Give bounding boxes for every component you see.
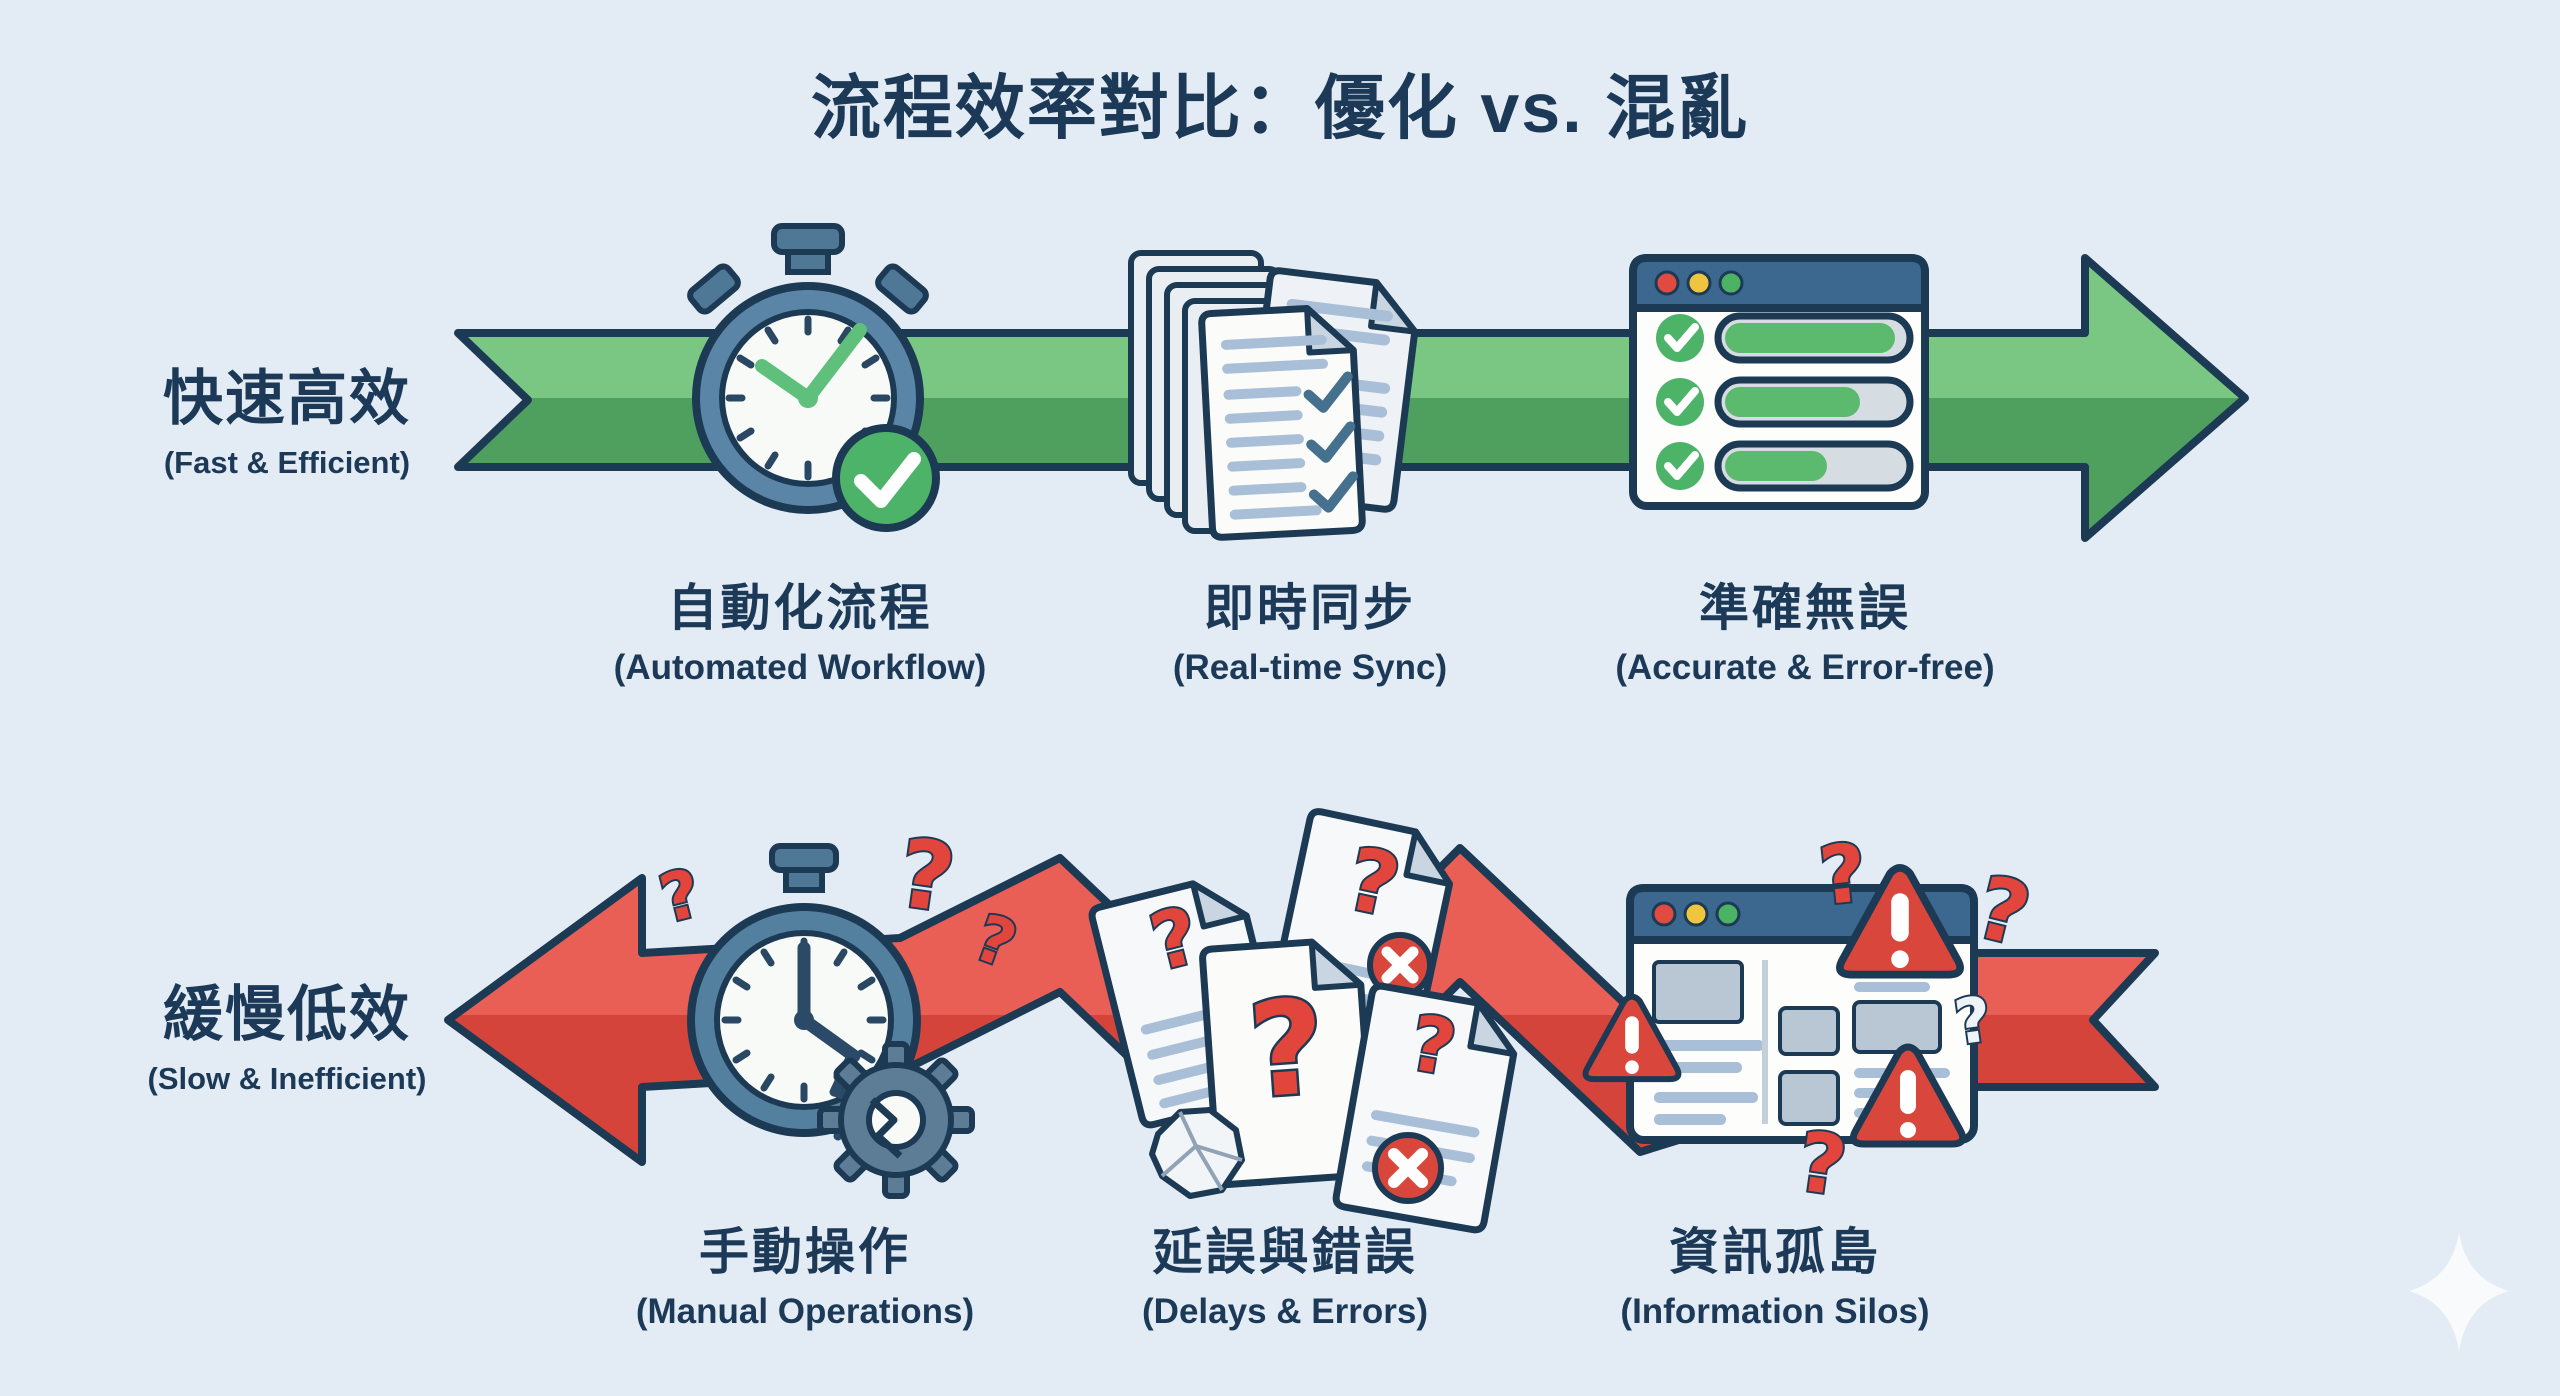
window-dot-green bbox=[1715, 901, 1741, 927]
caption-manual-operations: 手動操作 (Manual Operations) bbox=[636, 1212, 974, 1332]
warning-triangle-icon bbox=[1582, 993, 1682, 1083]
window-dot-yellow bbox=[1683, 901, 1709, 927]
doc-checkmarks bbox=[1303, 371, 1358, 513]
synced-documents-icon bbox=[1128, 250, 1419, 541]
caption-zh: 即時同步 bbox=[1204, 580, 1416, 636]
caption-en: (Information Silos) bbox=[1620, 1292, 1930, 1331]
page-title: 流程效率對比：優化 vs. 混亂 bbox=[810, 69, 1750, 147]
error-doc-front: ? bbox=[1199, 938, 1377, 1188]
window-dot-red bbox=[1651, 901, 1677, 927]
row-chaotic-label-en: (Slow & Inefficient) bbox=[147, 1061, 427, 1096]
window-dot-red bbox=[1654, 270, 1680, 296]
caption-zh: 延誤與錯誤 bbox=[1152, 1224, 1418, 1280]
caption-en: (Real-time Sync) bbox=[1172, 648, 1448, 687]
caption-zh: 自動化流程 bbox=[667, 580, 933, 636]
error-x-badge bbox=[1372, 1132, 1444, 1204]
caption-en: (Automated Workflow) bbox=[613, 648, 987, 687]
stopwatch-check-icon bbox=[687, 223, 940, 532]
error-documents-icon: ? ? ? bbox=[1088, 808, 1518, 1234]
caption-zh: 準確無誤 bbox=[1699, 580, 1911, 636]
broken-gear-icon bbox=[817, 1041, 975, 1199]
caption-information-silos: 資訊孤島 (Information Silos) bbox=[1620, 1212, 1929, 1332]
question-mark-icon: ? bbox=[1244, 971, 1330, 1128]
row-chaotic-label-zh: 緩慢低效 bbox=[163, 981, 411, 1048]
row-optimized-label: 快速高效 (Fast & Efficient) bbox=[163, 350, 411, 481]
window-dot-green bbox=[1718, 270, 1744, 296]
caption-zh: 資訊孤島 bbox=[1669, 1224, 1881, 1280]
warning-window-icon: ? ? ? ? bbox=[1582, 824, 2041, 1217]
row-chaotic-label: 緩慢低效 (Slow & Inefficient) bbox=[148, 966, 427, 1097]
caption-realtime-sync: 即時同步 (Real-time Sync) bbox=[1173, 568, 1447, 688]
window-titlebar bbox=[1629, 254, 1929, 312]
warning-triangle-icon bbox=[1836, 864, 1964, 979]
caption-automated-workflow: 自動化流程 (Automated Workflow) bbox=[614, 568, 987, 688]
caption-zh: 手動操作 bbox=[699, 1224, 911, 1280]
row-optimized-label-zh: 快速高效 bbox=[163, 365, 411, 432]
warning-triangle-icon bbox=[1849, 1043, 1967, 1148]
window-dot-yellow bbox=[1686, 270, 1712, 296]
caption-en: (Accurate & Error-free) bbox=[1615, 648, 1995, 687]
question-mark-icon: ? bbox=[653, 854, 709, 938]
crumpled-paper-icon bbox=[1149, 1107, 1245, 1199]
check-badge-icon bbox=[832, 424, 940, 532]
sparkle-icon bbox=[2409, 1233, 2509, 1351]
question-mark-icon: ? bbox=[1815, 826, 1871, 923]
row-optimized-label-en: (Fast & Efficient) bbox=[163, 445, 411, 480]
caption-en: (Delays & Errors) bbox=[1142, 1292, 1428, 1331]
caption-delays-errors: 延誤與錯誤 (Delays & Errors) bbox=[1142, 1212, 1428, 1332]
checklist-window-icon bbox=[1629, 254, 1929, 510]
checklist-rows bbox=[1656, 312, 1914, 492]
caption-en: (Manual Operations) bbox=[635, 1292, 975, 1331]
caption-accurate-error-free: 準確無誤 (Accurate & Error-free) bbox=[1615, 568, 1994, 688]
broken-clock-gear-icon: ? ? ? bbox=[651, 817, 1027, 1199]
document-front bbox=[1198, 305, 1366, 541]
